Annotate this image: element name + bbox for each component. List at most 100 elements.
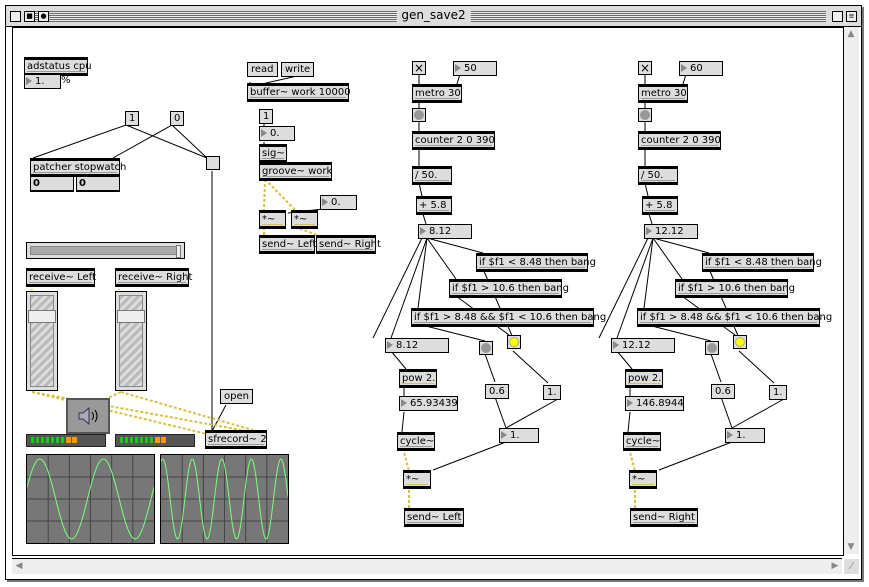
bang-yellow[interactable] bbox=[507, 335, 521, 349]
zoom-box[interactable] bbox=[832, 11, 843, 22]
bang-yellow[interactable] bbox=[733, 335, 747, 349]
patch-cord[interactable] bbox=[432, 441, 507, 471]
patch-cord[interactable] bbox=[720, 396, 733, 429]
pow-object[interactable]: pow 2. bbox=[399, 369, 437, 388]
value-number-2[interactable]: 8.12 bbox=[385, 338, 449, 353]
rate-number[interactable]: 0. bbox=[259, 126, 295, 141]
patch-cord[interactable] bbox=[112, 124, 173, 159]
stopwatch-seconds[interactable]: 0 bbox=[76, 176, 120, 192]
metro-toggle[interactable]: × bbox=[638, 61, 652, 75]
patcher-canvas[interactable]: adstatus cpu 1. % 1 0 patcher stopwatch … bbox=[12, 27, 844, 556]
patch-cord[interactable] bbox=[627, 411, 631, 433]
close-box[interactable] bbox=[10, 11, 21, 22]
bang-gray[interactable] bbox=[705, 341, 719, 355]
scroll-down-arrow[interactable]: ▼ bbox=[844, 540, 858, 554]
patch-cord[interactable] bbox=[210, 404, 227, 434]
multiply-left[interactable]: *~ bbox=[259, 210, 286, 229]
stopwatch-minutes[interactable]: 0 bbox=[30, 176, 74, 192]
patch-cord[interactable] bbox=[710, 353, 722, 383]
cycle-object[interactable]: cycle~ bbox=[397, 432, 435, 451]
if-greater-than-object[interactable]: if $f1 > 10.6 then bang bbox=[449, 279, 569, 298]
slider-knob[interactable] bbox=[28, 310, 56, 323]
amplitude-number[interactable]: 1. bbox=[499, 428, 539, 443]
patch-cord[interactable] bbox=[401, 411, 405, 433]
send-object[interactable]: send~ Right bbox=[630, 508, 698, 527]
patch-cord[interactable] bbox=[372, 237, 423, 339]
buffer-object[interactable]: buffer~ work 10000 bbox=[247, 83, 351, 102]
signal-cord[interactable] bbox=[31, 391, 264, 435]
value-number[interactable]: 8.12 bbox=[418, 224, 472, 239]
metro-toggle[interactable]: × bbox=[412, 61, 426, 75]
counter-object[interactable]: counter 2 0 390 bbox=[638, 131, 721, 150]
multiply-object[interactable]: *~ bbox=[629, 470, 657, 489]
metro-bang[interactable] bbox=[412, 108, 426, 122]
patch-cord[interactable] bbox=[494, 396, 507, 429]
signal-cord[interactable] bbox=[263, 178, 266, 212]
value-number-2[interactable]: 12.12 bbox=[611, 338, 675, 353]
sig-object[interactable]: sig~ bbox=[259, 144, 287, 163]
scroll-left-arrow[interactable]: ◀ bbox=[12, 559, 26, 573]
signal-cord[interactable] bbox=[264, 178, 297, 212]
message-1-play[interactable]: 1 bbox=[259, 109, 274, 124]
pow-object[interactable]: pow 2. bbox=[625, 369, 663, 388]
read-message[interactable]: read bbox=[247, 62, 278, 77]
signal-cord[interactable] bbox=[628, 447, 636, 472]
groove-object[interactable]: groove~ work bbox=[259, 162, 332, 181]
receive-left[interactable]: receive~ Left bbox=[26, 268, 96, 287]
frequency-number[interactable]: 65.93439 bbox=[399, 396, 458, 411]
send-left[interactable]: send~ Left bbox=[259, 235, 316, 254]
multiply-right[interactable]: *~ bbox=[291, 210, 318, 229]
write-message[interactable]: write bbox=[281, 62, 315, 77]
patch-cord[interactable] bbox=[484, 353, 496, 383]
message-0-6[interactable]: 0.6 bbox=[485, 384, 509, 399]
patch-cord[interactable] bbox=[505, 398, 559, 429]
message-0-6[interactable]: 0.6 bbox=[711, 384, 735, 399]
vertical-scrollbar[interactable]: ▲ ▼ bbox=[843, 27, 859, 554]
metro-object[interactable]: metro 30 bbox=[638, 84, 688, 103]
sfrecord-object[interactable]: sfrecord~ 2 bbox=[205, 430, 267, 449]
if-between-object[interactable]: if $f1 > 8.48 && $f1 < 10.6 then bang bbox=[637, 308, 832, 327]
scroll-up-arrow[interactable]: ▲ bbox=[844, 27, 858, 41]
if-between-object[interactable]: if $f1 > 8.48 && $f1 < 10.6 then bang bbox=[411, 308, 606, 327]
add-object[interactable]: + 5.8 bbox=[416, 196, 452, 215]
patch-cord[interactable] bbox=[616, 237, 654, 339]
patch-cord[interactable] bbox=[652, 237, 710, 254]
message-1[interactable]: 1 bbox=[125, 111, 140, 126]
patch-cord[interactable] bbox=[644, 182, 649, 197]
patcher-stopwatch[interactable]: patcher stopwatch bbox=[30, 158, 126, 177]
interval-number[interactable]: 50 bbox=[453, 61, 497, 76]
scroll-right-arrow[interactable]: ▶ bbox=[828, 559, 842, 573]
cycle-object[interactable]: cycle~ bbox=[623, 432, 661, 451]
patch-cord[interactable] bbox=[658, 441, 733, 471]
patch-cord[interactable] bbox=[426, 237, 484, 254]
patch-cord[interactable] bbox=[731, 398, 785, 429]
patch-cord[interactable] bbox=[738, 350, 775, 384]
divide-object[interactable]: / 50. bbox=[412, 166, 452, 185]
value-number[interactable]: 12.12 bbox=[644, 224, 698, 239]
signal-cord[interactable] bbox=[294, 226, 321, 237]
slider-knob[interactable] bbox=[117, 310, 145, 323]
gain-slider-right[interactable] bbox=[115, 291, 147, 391]
if-greater-than-object[interactable]: if $f1 > 10.6 then bang bbox=[675, 279, 795, 298]
signal-cord[interactable] bbox=[31, 391, 212, 436]
send-object[interactable]: send~ Left bbox=[404, 508, 465, 527]
patch-cord[interactable] bbox=[171, 124, 208, 159]
counter-object[interactable]: counter 2 0 390 bbox=[412, 131, 495, 150]
message-0[interactable]: 0 bbox=[170, 111, 185, 126]
signal-cord[interactable] bbox=[402, 447, 410, 472]
cpu-number-box[interactable]: 1. bbox=[24, 74, 61, 89]
patch-cord[interactable] bbox=[418, 182, 423, 197]
metro-bang[interactable] bbox=[638, 108, 652, 122]
patch-cord[interactable] bbox=[616, 350, 633, 370]
title-bar[interactable]: ■ ● gen_save2 ≡ bbox=[6, 6, 861, 27]
patch-cord[interactable] bbox=[125, 124, 208, 159]
add-object[interactable]: + 5.8 bbox=[642, 196, 678, 215]
message-1[interactable]: 1. bbox=[769, 385, 787, 400]
multiply-object[interactable]: *~ bbox=[403, 470, 431, 489]
lock-icon[interactable]: ■ bbox=[24, 11, 35, 22]
patch-cord[interactable] bbox=[426, 237, 457, 280]
receive-right[interactable]: receive~ Right bbox=[115, 268, 192, 287]
collapse-box[interactable]: ≡ bbox=[846, 11, 857, 22]
interval-number[interactable]: 60 bbox=[679, 61, 723, 76]
if-less-than-object[interactable]: if $f1 < 8.48 then bang bbox=[476, 253, 596, 272]
